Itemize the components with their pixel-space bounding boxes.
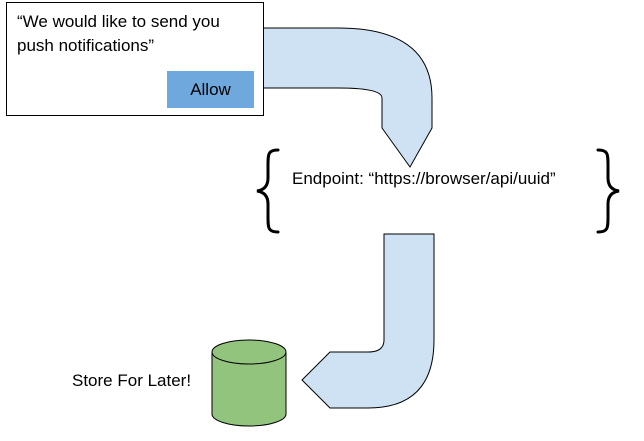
- notification-permission-dialog: “We would like to send you push notifica…: [6, 2, 264, 116]
- database-body: [211, 351, 287, 427]
- allow-button[interactable]: Allow: [167, 71, 254, 108]
- store-for-later-label: Store For Later!: [72, 371, 192, 390]
- flow-arrow-to-storage: [301, 233, 435, 409]
- left-brace: [256, 148, 280, 234]
- database-cylinder: [211, 339, 287, 427]
- dialog-message: “We would like to send you push notifica…: [17, 12, 220, 55]
- right-brace: [596, 148, 620, 234]
- database-top: [211, 339, 287, 365]
- flow-arrow-to-endpoint: [261, 27, 433, 168]
- endpoint-label: Endpoint: “https://browser/api/uuid”: [292, 169, 556, 188]
